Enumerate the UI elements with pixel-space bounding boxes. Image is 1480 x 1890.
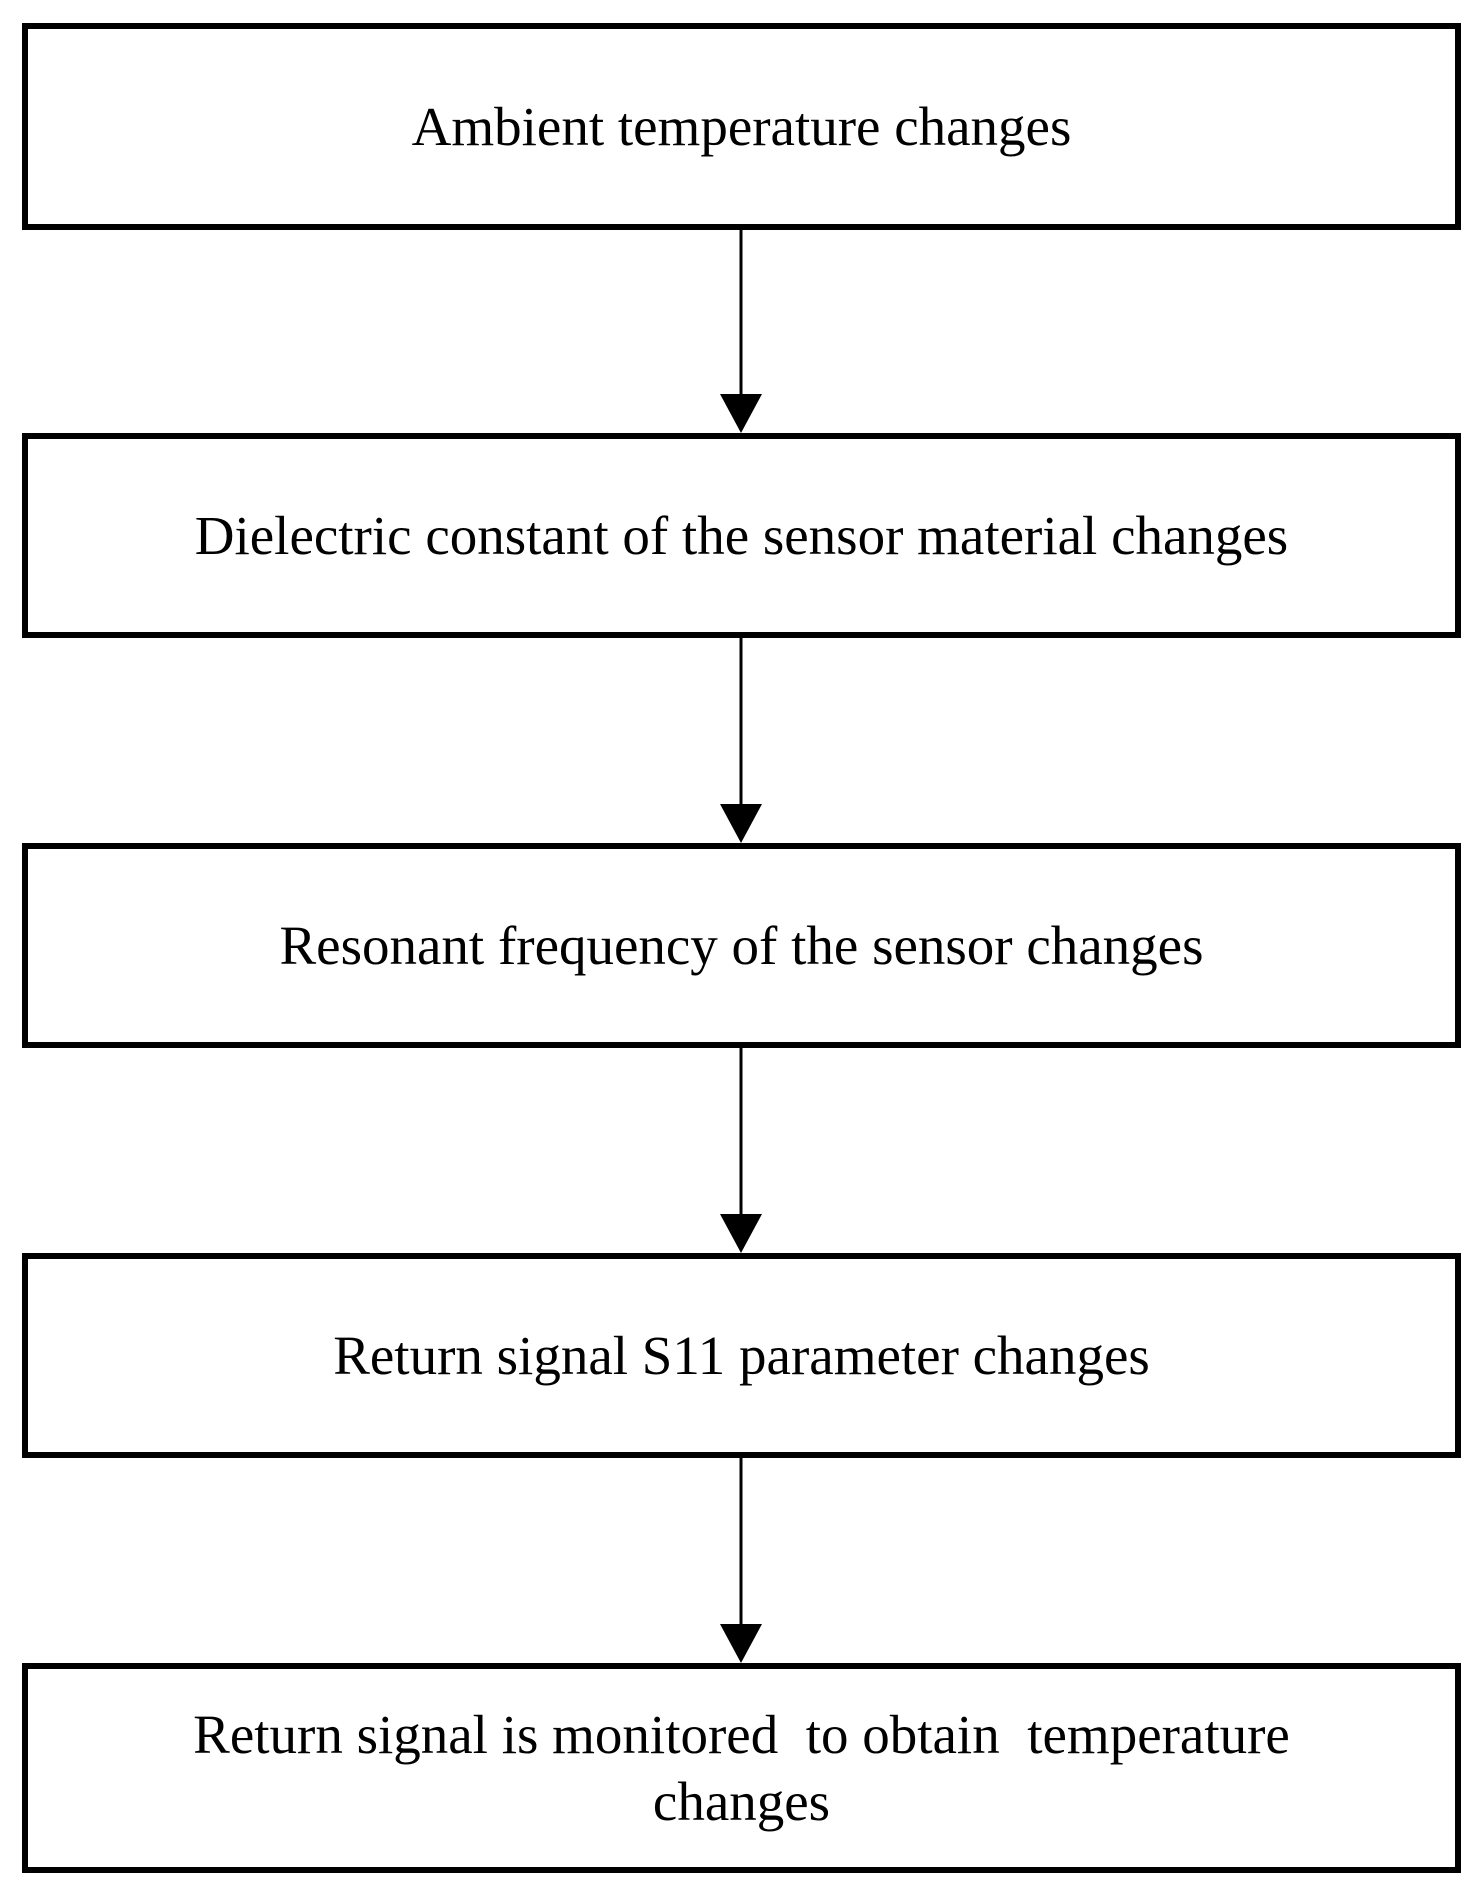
arrow-down-icon	[720, 1214, 762, 1253]
flow-arrow-4	[720, 1458, 762, 1663]
arrow-down-icon	[720, 804, 762, 843]
arrow-shaft	[739, 230, 743, 395]
flowchart-node-return-signal-monitored: Return signal is monitored to obtain tem…	[22, 1663, 1461, 1873]
arrow-down-icon	[720, 1624, 762, 1663]
node-label: Ambient temperature changes	[411, 95, 1072, 157]
flowchart-node-ambient-temperature: Ambient temperature changes	[22, 23, 1461, 230]
flowchart-node-dielectric-constant: Dielectric constant of the sensor materi…	[22, 433, 1461, 638]
flow-arrow-3	[720, 1048, 762, 1253]
node-label: Return signal S11 parameter changes	[333, 1324, 1150, 1386]
node-label: Return signal is monitored to obtain tem…	[193, 1703, 1290, 1832]
flowchart-node-resonant-frequency: Resonant frequency of the sensor changes	[22, 843, 1461, 1048]
flow-arrow-2	[720, 638, 762, 843]
node-label: Dielectric constant of the sensor materi…	[194, 504, 1289, 566]
flow-arrow-1	[720, 230, 762, 433]
arrow-shaft	[739, 1458, 743, 1625]
arrow-down-icon	[720, 394, 762, 433]
flowchart-node-s11-parameter: Return signal S11 parameter changes	[22, 1253, 1461, 1458]
arrow-shaft	[739, 638, 743, 805]
arrow-shaft	[739, 1048, 743, 1215]
node-label: Resonant frequency of the sensor changes	[279, 914, 1204, 976]
